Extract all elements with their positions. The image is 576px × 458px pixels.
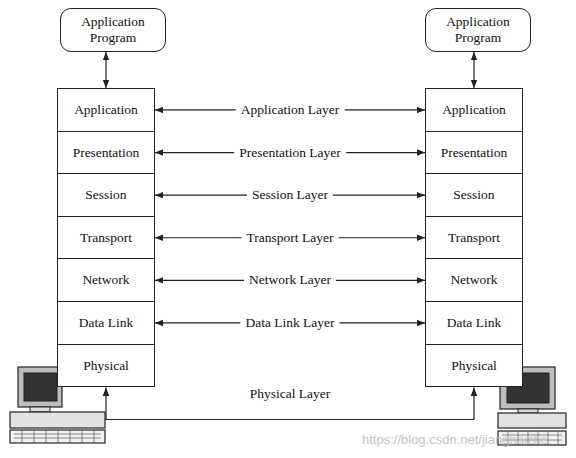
box-text: Network [450, 272, 497, 288]
program-box: Application Program [425, 8, 531, 52]
keyboard-keys [14, 430, 101, 443]
layer-label: Application Layer [236, 102, 345, 118]
layer-box: Application [425, 88, 523, 132]
layer-box: Transport [57, 216, 155, 260]
box-text: Physical [451, 358, 497, 374]
box-text: Transport [448, 230, 500, 246]
layer-label: Data Link Layer [240, 315, 339, 331]
layer-label: Presentation Layer [234, 145, 346, 161]
connector-arrow [473, 52, 474, 88]
box-text: Transport [80, 230, 132, 246]
layer-box: Transport [425, 216, 523, 260]
box-text: Network [82, 272, 129, 288]
layer-label: Session Layer [247, 187, 333, 203]
box-text: Physical [83, 358, 129, 374]
layer-box: Presentation [425, 131, 523, 175]
monitor-case [18, 367, 62, 407]
system-unit [498, 413, 566, 428]
watermark: https://blog.csdn.net/jianghaizhe [362, 432, 548, 447]
box-text: Data Link [447, 315, 501, 331]
box-text: Presentation [441, 145, 508, 161]
program-box: Application Program [60, 8, 166, 52]
box-text: Application [442, 102, 506, 118]
monitor-screen [24, 373, 57, 401]
layer-label: Network Layer [244, 272, 336, 288]
layer-box: Session [425, 173, 523, 217]
box-text: Session [453, 187, 494, 203]
layer-box: Physical [57, 344, 155, 388]
layer-box: Data Link [425, 301, 523, 345]
connector-arrow [106, 387, 474, 419]
box-text: Application Program [61, 14, 165, 46]
box-text: Data Link [79, 315, 133, 331]
keyboard [10, 430, 105, 443]
layer-box: Session [57, 173, 155, 217]
monitor-stand [30, 407, 50, 412]
box-text: Application [74, 102, 138, 118]
layer-label: Transport Layer [242, 230, 339, 246]
layer-box: Presentation [57, 131, 155, 175]
layer-box: Network [57, 258, 155, 302]
connector-arrow [105, 52, 106, 88]
box-text: Presentation [73, 145, 140, 161]
monitor-stand [518, 409, 538, 413]
box-text: Session [85, 187, 126, 203]
system-unit [10, 412, 105, 428]
layer-box: Data Link [57, 301, 155, 345]
layer-box: Network [425, 258, 523, 302]
layer-box: Application [57, 88, 155, 132]
box-text: Application Program [426, 14, 530, 46]
layer-label: Physical Layer [245, 386, 336, 402]
layer-box: Physical [425, 344, 523, 388]
